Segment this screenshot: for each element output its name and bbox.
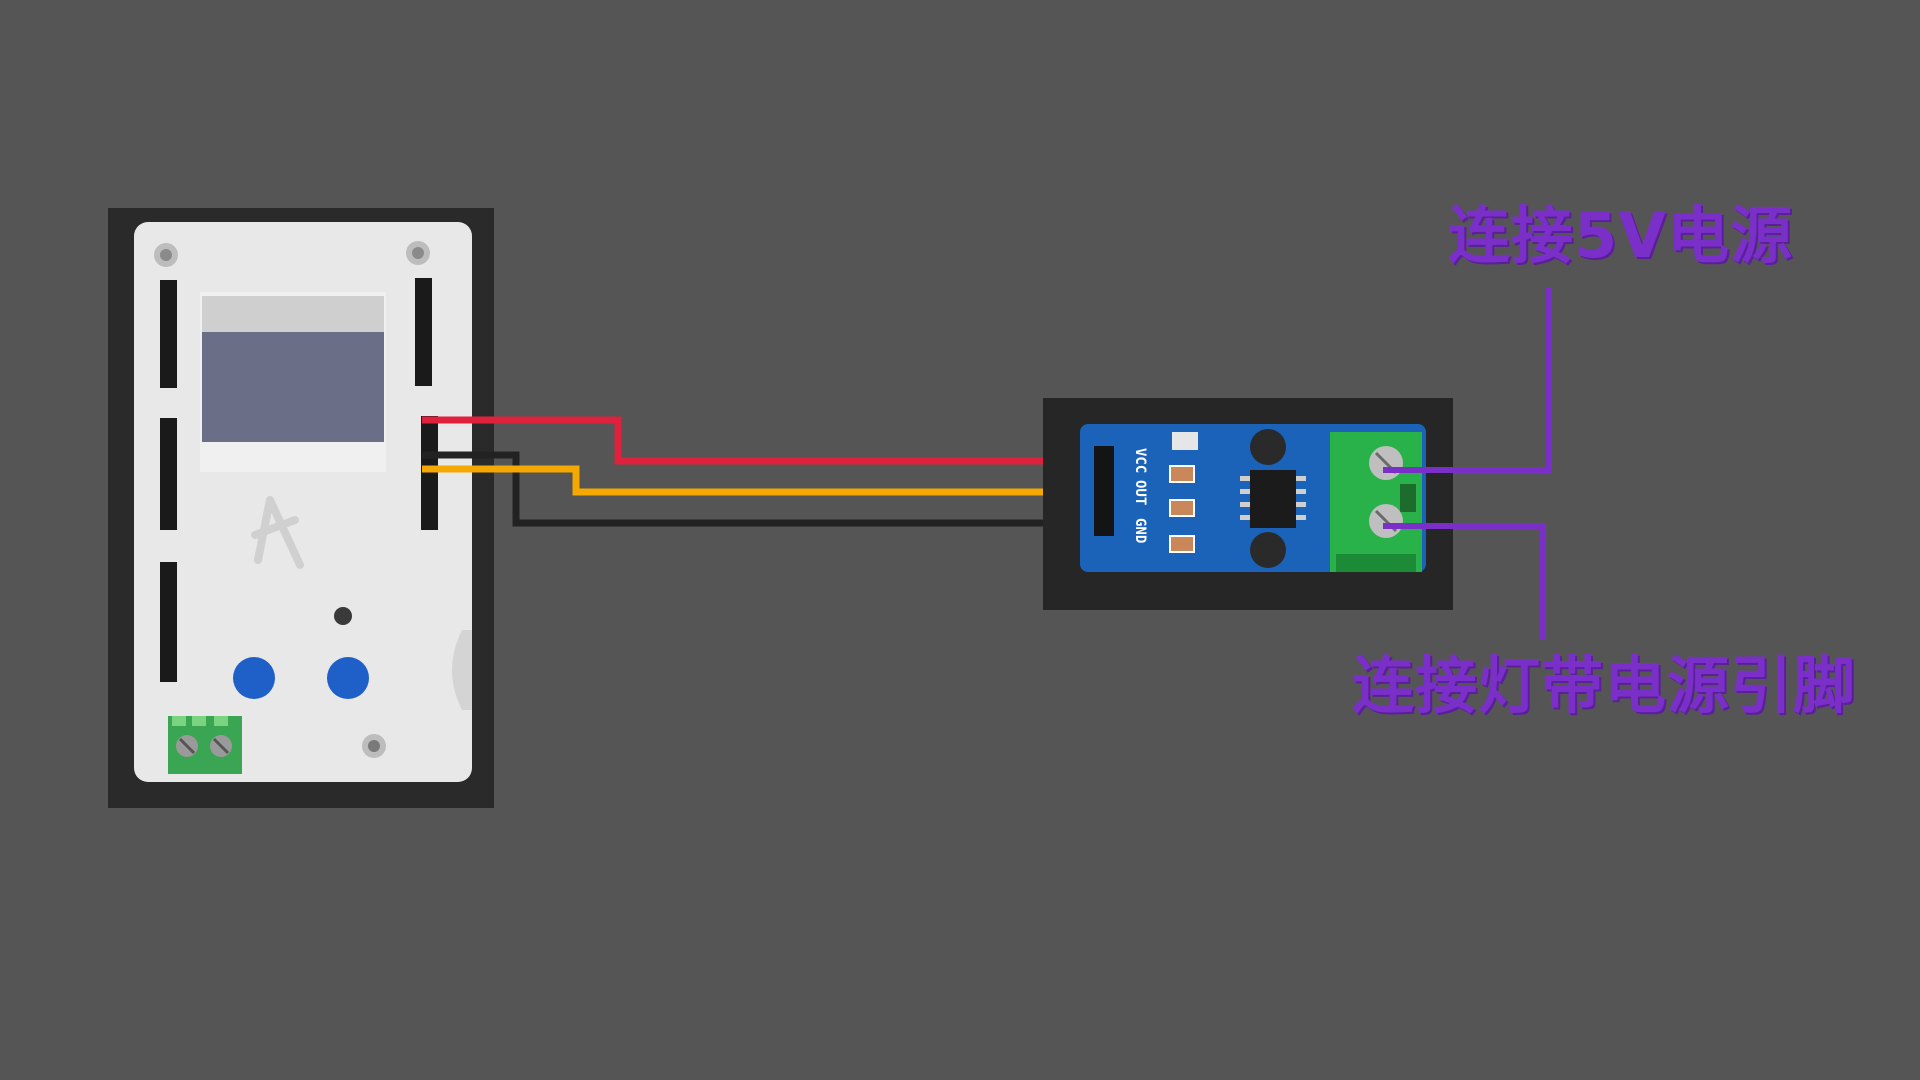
- ic-chip-icon: [1240, 470, 1306, 528]
- smd-capacitor: [1169, 465, 1195, 483]
- pin-header-left-mid: [160, 418, 177, 530]
- screw-icon: [362, 734, 386, 758]
- leader-line-5v: [1383, 288, 1552, 473]
- smd-led: [1172, 432, 1198, 450]
- screw-icon: [406, 241, 430, 265]
- current-sensor-module-icon: VCC OUT GND: [1043, 398, 1453, 610]
- display-bezel: [202, 296, 384, 332]
- wire-out: [422, 465, 1110, 496]
- logo-icon: [251, 496, 304, 569]
- push-button-left: [233, 657, 275, 699]
- pin-header-right-mid: [421, 416, 438, 530]
- annotation-connect-5v: 连接5V电源: [1448, 199, 1794, 272]
- mounting-hole: [1250, 429, 1286, 465]
- mounting-hole: [1250, 532, 1286, 568]
- wire-gnd: [422, 451, 1100, 527]
- status-led-icon: [334, 607, 352, 625]
- controller-board-icon: [108, 208, 494, 808]
- pin-label-vcc: VCC: [1132, 448, 1148, 473]
- smd-capacitor: [1169, 499, 1195, 517]
- annotation-connect-strip-power: 连接灯带电源引脚: [1352, 649, 1857, 722]
- oled-display: [202, 332, 384, 442]
- pin-label-out: OUT: [1132, 480, 1148, 505]
- smd-capacitor: [1169, 535, 1195, 553]
- push-button-right: [327, 657, 369, 699]
- pin-header-right-top: [415, 278, 432, 386]
- pin-header-left-bottom: [160, 562, 177, 682]
- sensor-pin-header: [1094, 446, 1114, 536]
- controller-terminal-block-icon: [168, 716, 242, 774]
- screw-icon: [154, 243, 178, 267]
- case-notch: [452, 630, 472, 710]
- pin-label-gnd: GND: [1132, 518, 1148, 543]
- wire-vcc: [422, 416, 1110, 465]
- sensor-terminal-block-icon: [1330, 432, 1422, 572]
- leader-line-strip: [1383, 523, 1546, 640]
- pin-header-left-top: [160, 280, 177, 388]
